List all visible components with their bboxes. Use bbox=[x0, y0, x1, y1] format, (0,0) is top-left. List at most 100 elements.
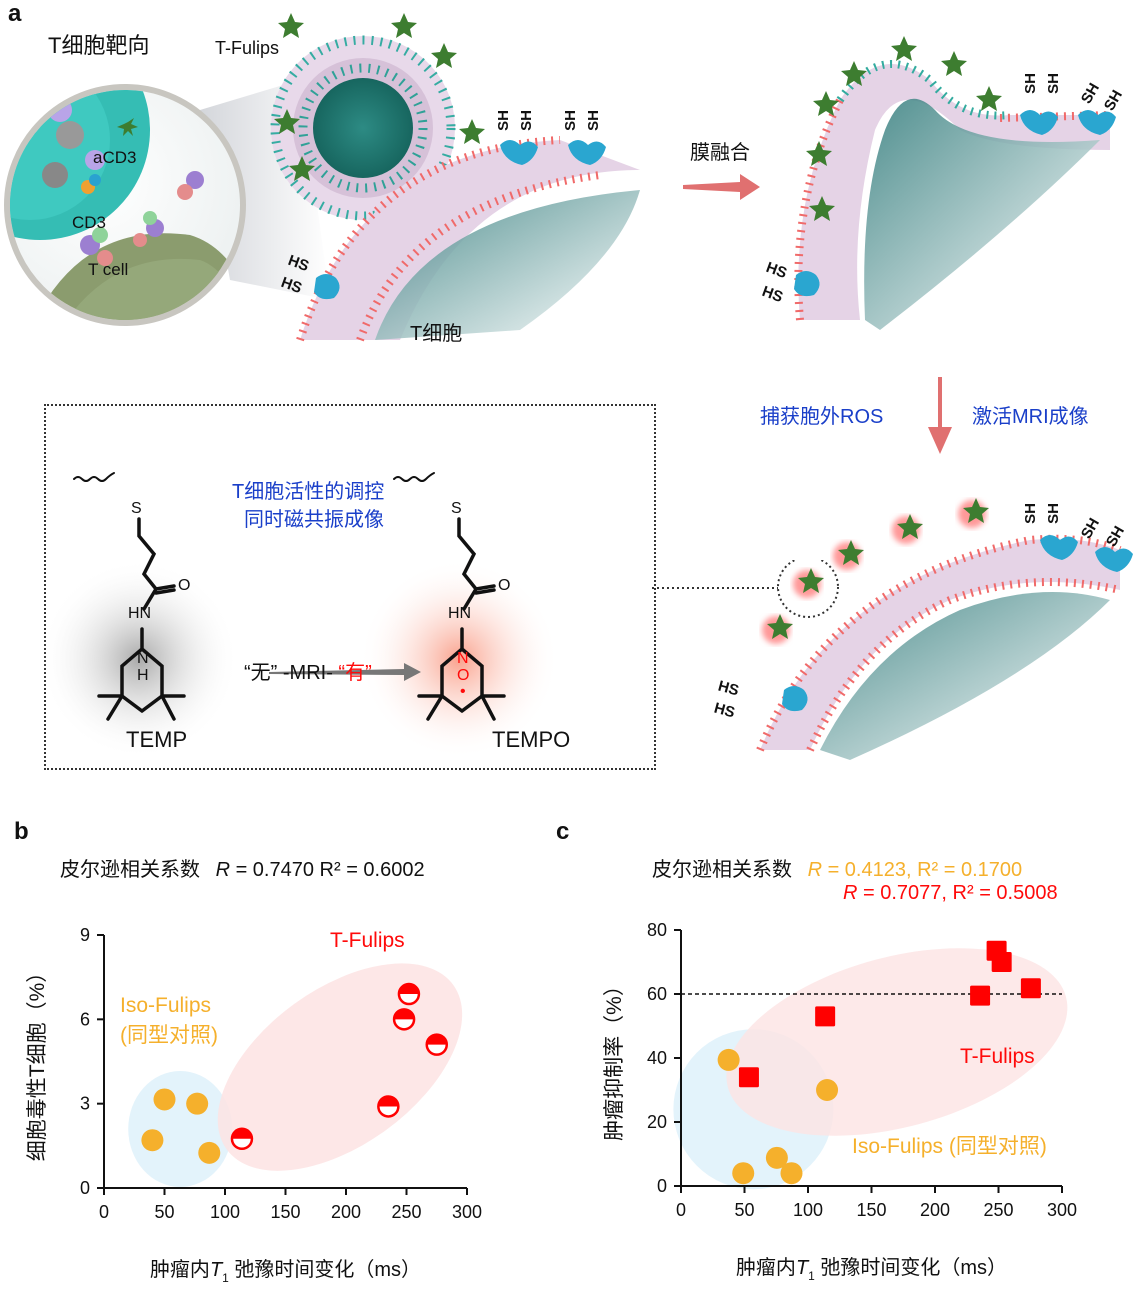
data-point-t-fulips bbox=[815, 1006, 836, 1027]
ros-arrow bbox=[928, 377, 952, 454]
pearson-label: 皮尔逊相关系数 bbox=[652, 859, 792, 881]
thiol-protein-right-3 bbox=[794, 271, 820, 297]
data-point-iso bbox=[732, 1162, 755, 1185]
star-markers bbox=[767, 498, 989, 639]
t-cell-membrane-left bbox=[296, 136, 640, 342]
magnifier-inset bbox=[4, 84, 246, 326]
legend-iso-fulips: (同型对照) bbox=[120, 1024, 218, 1047]
sh-label: SH bbox=[1044, 503, 1062, 524]
y-tick-label: 20 bbox=[647, 1112, 667, 1132]
thiol-protein-left-2 bbox=[568, 140, 606, 165]
sh-label: SH bbox=[1044, 73, 1062, 94]
data-point-iso bbox=[186, 1092, 209, 1115]
acd3-label: aCD3 bbox=[93, 148, 137, 167]
t-fulips-label: T-Fulips bbox=[215, 38, 280, 58]
reaction-label: “无” -MRI- “有” bbox=[244, 656, 372, 685]
sh-label: SH bbox=[1021, 73, 1039, 94]
t-cell-label: T cell bbox=[88, 260, 129, 279]
data-point-iso bbox=[153, 1088, 176, 1111]
fusion-arrow bbox=[683, 174, 760, 200]
r-symbol: R bbox=[215, 859, 231, 881]
reaction-on-label: “有” bbox=[338, 662, 372, 684]
data-point-t-fulips bbox=[377, 1095, 400, 1118]
data-point-t-fulips bbox=[392, 1008, 416, 1031]
atom-h-left: H bbox=[137, 667, 149, 684]
data-point-iso bbox=[717, 1048, 740, 1071]
chart-c-stat-t: = 0.7077, R² = 0.5008 bbox=[857, 882, 1058, 904]
legend-t-fulips: T-Fulips bbox=[330, 929, 405, 952]
data-point-t-fulips bbox=[230, 1127, 254, 1151]
legend-iso-fulips: Iso-Fulips bbox=[120, 994, 211, 1017]
x-tick-label: 150 bbox=[856, 1200, 886, 1220]
x-tick-label: 150 bbox=[270, 1202, 300, 1222]
zoom-connector bbox=[652, 560, 839, 618]
reaction-off-label: “无” bbox=[244, 662, 278, 684]
thiol-protein-right-2 bbox=[1078, 110, 1116, 135]
atom-s-right: S bbox=[451, 500, 462, 517]
atom-s-left: S bbox=[131, 500, 142, 517]
data-point-t-fulips bbox=[991, 952, 1012, 972]
targeting-title: T细胞靶向 bbox=[48, 33, 150, 58]
x-tick-label: 300 bbox=[452, 1202, 482, 1222]
panel-b-letter: b bbox=[14, 818, 29, 845]
y-tick-label: 0 bbox=[80, 1178, 90, 1198]
chart-c-stats: 皮尔逊相关系数 R = 0.4123, R² = 0.1700 bbox=[652, 853, 1022, 882]
y-tick-label: 9 bbox=[80, 925, 90, 945]
data-point-t-fulips bbox=[970, 985, 991, 1006]
sh-label: SH bbox=[494, 110, 512, 131]
tempo-glow bbox=[359, 559, 559, 759]
iso-group-ellipse bbox=[128, 1070, 233, 1187]
atom-n-left: N bbox=[137, 650, 149, 667]
x-tick-label: 100 bbox=[793, 1200, 823, 1220]
y-tick-label: 60 bbox=[647, 984, 667, 1004]
data-point-t-fulips bbox=[738, 1067, 759, 1088]
x-tick-label: 200 bbox=[920, 1200, 950, 1220]
temp-glow bbox=[44, 559, 239, 759]
x-tick-label: 300 bbox=[1047, 1200, 1077, 1220]
chart-c-stat-iso: = 0.4123, R² = 0.1700 bbox=[822, 859, 1023, 881]
radical-dot: • bbox=[460, 683, 466, 700]
liposome bbox=[270, 35, 456, 221]
box-title-line2: 同时磁共振成像 bbox=[244, 509, 384, 531]
mechanism-box bbox=[44, 404, 656, 770]
atom-o-right: O bbox=[498, 577, 511, 594]
legend-iso-fulips: Iso-Fulips (同型对照) bbox=[852, 1135, 1047, 1158]
x-tick-label: 0 bbox=[99, 1202, 109, 1222]
box-title-line1: T细胞活性的调控 bbox=[232, 481, 385, 503]
tempo-label: TEMPO bbox=[492, 727, 571, 752]
y-tick-label: 3 bbox=[80, 1094, 90, 1114]
chart-b-stat-values: = 0.7470 R² = 0.6002 bbox=[230, 859, 425, 881]
membrane-fusion-illustration bbox=[4, 13, 1116, 342]
legend-t-fulips: T-Fulips bbox=[960, 1045, 1035, 1068]
chart-b-stats: 皮尔逊相关系数 R = 0.7470 R² = 0.6002 bbox=[60, 853, 425, 882]
panel-a-letter: a bbox=[8, 0, 22, 27]
tempo-structure bbox=[393, 472, 506, 721]
sh-label: SH bbox=[584, 110, 602, 131]
t-fulips-group-ellipse bbox=[217, 963, 463, 1171]
r-symbol: R bbox=[807, 859, 823, 881]
y-tick-label: 6 bbox=[80, 1009, 90, 1029]
capture-ros-label: 捕获胞外ROS bbox=[760, 406, 884, 428]
thiol-protein-left-1 bbox=[500, 140, 538, 165]
atom-hn-right: HN bbox=[448, 605, 472, 622]
data-point-iso bbox=[780, 1162, 803, 1185]
ros-captured-membrane bbox=[756, 498, 1133, 760]
molecule-structures bbox=[44, 472, 559, 759]
data-point-t-fulips bbox=[397, 982, 421, 1006]
x-tick-label: 50 bbox=[154, 1202, 174, 1222]
sh-label: SH bbox=[561, 110, 579, 131]
x-axis-label: 肿瘤内T1 弛豫时间变化（ms） bbox=[736, 1256, 1007, 1283]
sh-label: SH bbox=[517, 110, 535, 131]
thiol-protein-right-1 bbox=[1020, 110, 1058, 135]
data-point-t-fulips bbox=[1020, 978, 1041, 999]
star-markers bbox=[274, 13, 1002, 221]
y-tick-label: 40 bbox=[647, 1048, 667, 1068]
fused-membrane bbox=[794, 60, 1111, 330]
t-cell-cn-label: T细胞 bbox=[410, 323, 463, 345]
star-icon bbox=[117, 118, 138, 136]
data-point-iso bbox=[198, 1141, 221, 1164]
x-axis-label: 肿瘤内T1 弛豫时间变化（ms） bbox=[150, 1258, 421, 1285]
y-tick-label: 80 bbox=[647, 920, 667, 940]
y-axis-label: 肿瘤抑制率（%） bbox=[603, 975, 626, 1141]
